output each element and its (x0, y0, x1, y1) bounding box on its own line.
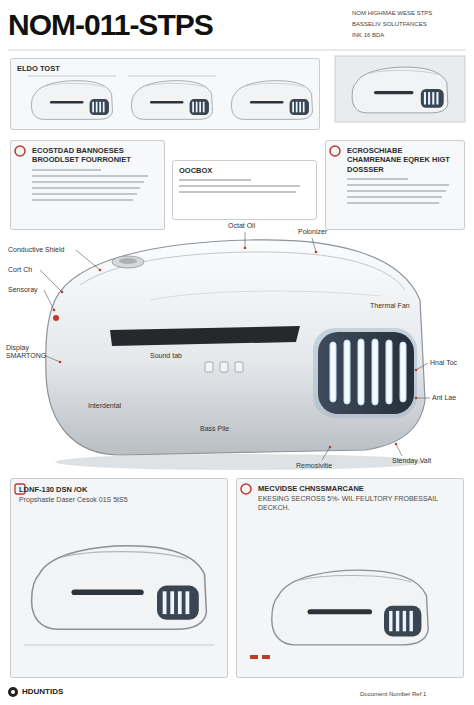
panel-box: ELDO TOST (10, 58, 320, 130)
part-label: Sound tab (150, 352, 182, 360)
panel-heading: OOCBOX (179, 166, 310, 175)
panel-heading: MECVIDSE CHNSSMARCANE (258, 484, 457, 493)
part-label: Cort Ch (8, 266, 32, 274)
panel-heading: ECOSTDAD BANNOESES BROODLSET FOURRONIET (32, 146, 158, 165)
part-label: Document Number Ref 1 (360, 691, 426, 698)
panel-heading: ECROSCHIABE CHAMRENANE EQREK HIGT DOSSSE… (347, 146, 458, 174)
part-label: Sensoray (8, 286, 38, 294)
text-line-mark (32, 181, 144, 183)
part-label: Conductive Shield (8, 246, 64, 254)
text-line-mark (179, 179, 251, 181)
text-line-mark (179, 185, 300, 187)
panel-heading: LDNF-130 DSN /OK (19, 485, 219, 494)
text-line-mark (347, 202, 439, 204)
text-line-mark (347, 184, 449, 186)
text-line-mark (347, 178, 408, 180)
text-line-mark (347, 190, 446, 192)
text-line-mark (179, 191, 296, 193)
part-label: INK 16 BDA (352, 32, 384, 39)
panel-heading: ELDO TOST (17, 64, 313, 73)
part-label: Display SMARTONG (6, 344, 44, 360)
page-title: NOM-011-STPS (8, 8, 213, 42)
part-label: Polonizer (298, 228, 327, 236)
text-line-mark (32, 199, 133, 201)
part-label: HDUNTIDS (22, 687, 63, 696)
text-line-mark (32, 169, 101, 171)
panel-box: OOCBOX (172, 160, 317, 220)
panel-text: Propshaste Daser Cesok 01S 5tS5 (19, 496, 219, 505)
panel-box: MECVIDSE CHNSSMARCANE EKESING SECROSS 5%-… (236, 478, 464, 678)
text-line-mark (32, 193, 137, 195)
part-label: Octat Oil (228, 222, 255, 230)
text-line-mark (32, 175, 148, 177)
panel-box: LDNF-130 DSN /OK Propshaste Daser Cesok 0… (10, 478, 228, 678)
panel-box: ECROSCHIABE CHAMRENANE EQREK HIGT DOSSSE… (325, 140, 465, 230)
panel-text: EKESING SECROSS 5%- WIL FEULTORY FROBESS… (258, 495, 457, 513)
part-label: Thermal Fan (370, 302, 410, 310)
part-label: Hnal Toc (430, 359, 457, 367)
part-label: Stenday Valt (392, 457, 431, 465)
part-label: Ant Lae (432, 394, 456, 402)
text-line-mark (32, 187, 140, 189)
panel-box: ECOSTDAD BANNOESES BROODLSET FOURRONIET (10, 140, 165, 230)
part-label: Interdental (88, 402, 121, 410)
part-label: Remosivitie (296, 462, 332, 470)
part-label: BASSELIV SOLUTFANCES (352, 21, 427, 28)
part-label: NOM HIGHMAE WESE STPS (352, 10, 432, 17)
part-label: Bass Pile (200, 425, 229, 433)
text-line-mark (347, 196, 442, 198)
